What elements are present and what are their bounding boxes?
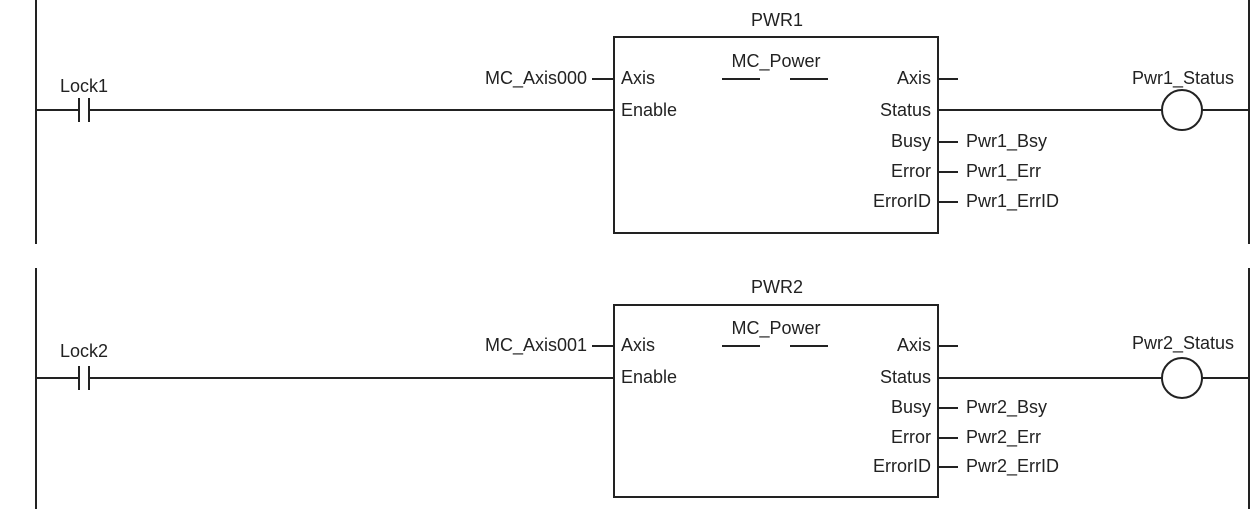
errorid-output-variable[interactable]: Pwr1_ErrID [966, 191, 1059, 212]
output-coil[interactable] [1161, 357, 1203, 399]
busy-output-variable[interactable]: Pwr2_Bsy [966, 397, 1047, 418]
coil-label: Pwr1_Status [1132, 68, 1234, 89]
fb-output-error: Error [891, 161, 931, 181]
fb-instance-name: PWR1 [751, 10, 803, 30]
fb-instance-name: PWR2 [751, 277, 803, 297]
fb-type-name: MC_Power [731, 51, 820, 72]
fb-output-busy: Busy [891, 131, 931, 151]
fb-input-axis: Axis [621, 335, 655, 355]
errorid-output-variable[interactable]: Pwr2_ErrID [966, 456, 1059, 477]
no-contact-lock1[interactable] [78, 98, 90, 122]
axis-input-variable[interactable]: MC_Axis001 [485, 335, 587, 356]
contact-label: Lock1 [60, 76, 108, 96]
fb-output-status: Status [880, 100, 931, 120]
fb-output-axis: Axis [897, 335, 931, 355]
fb-input-axis: Axis [621, 68, 655, 88]
busy-output-variable[interactable]: Pwr1_Bsy [966, 131, 1047, 152]
fb-output-busy: Busy [891, 397, 931, 417]
function-block-box[interactable] [613, 304, 939, 498]
fb-output-errorid: ErrorID [873, 456, 931, 476]
fb-input-enable: Enable [621, 100, 677, 120]
rung-2: Lock2 MC_Axis001 PWR2 MC_Power Axis Enab… [35, 268, 1250, 509]
error-output-variable[interactable]: Pwr2_Err [966, 427, 1041, 448]
rung-1: Lock1 MC_Axis000 PWR1 MC_Power Axis Enab… [35, 0, 1250, 244]
fb-output-status: Status [880, 367, 931, 387]
contact-label: Lock2 [60, 341, 108, 361]
axis-input-variable[interactable]: MC_Axis000 [485, 68, 587, 89]
fb-output-error: Error [891, 427, 931, 447]
error-output-variable[interactable]: Pwr1_Err [966, 161, 1041, 182]
output-coil[interactable] [1161, 89, 1203, 131]
fb-output-errorid: ErrorID [873, 191, 931, 211]
function-block-box[interactable] [613, 36, 939, 234]
fb-output-axis: Axis [897, 68, 931, 88]
no-contact-lock2[interactable] [78, 366, 90, 390]
coil-label: Pwr2_Status [1132, 333, 1234, 354]
fb-type-name: MC_Power [731, 318, 820, 339]
fb-input-enable: Enable [621, 367, 677, 387]
